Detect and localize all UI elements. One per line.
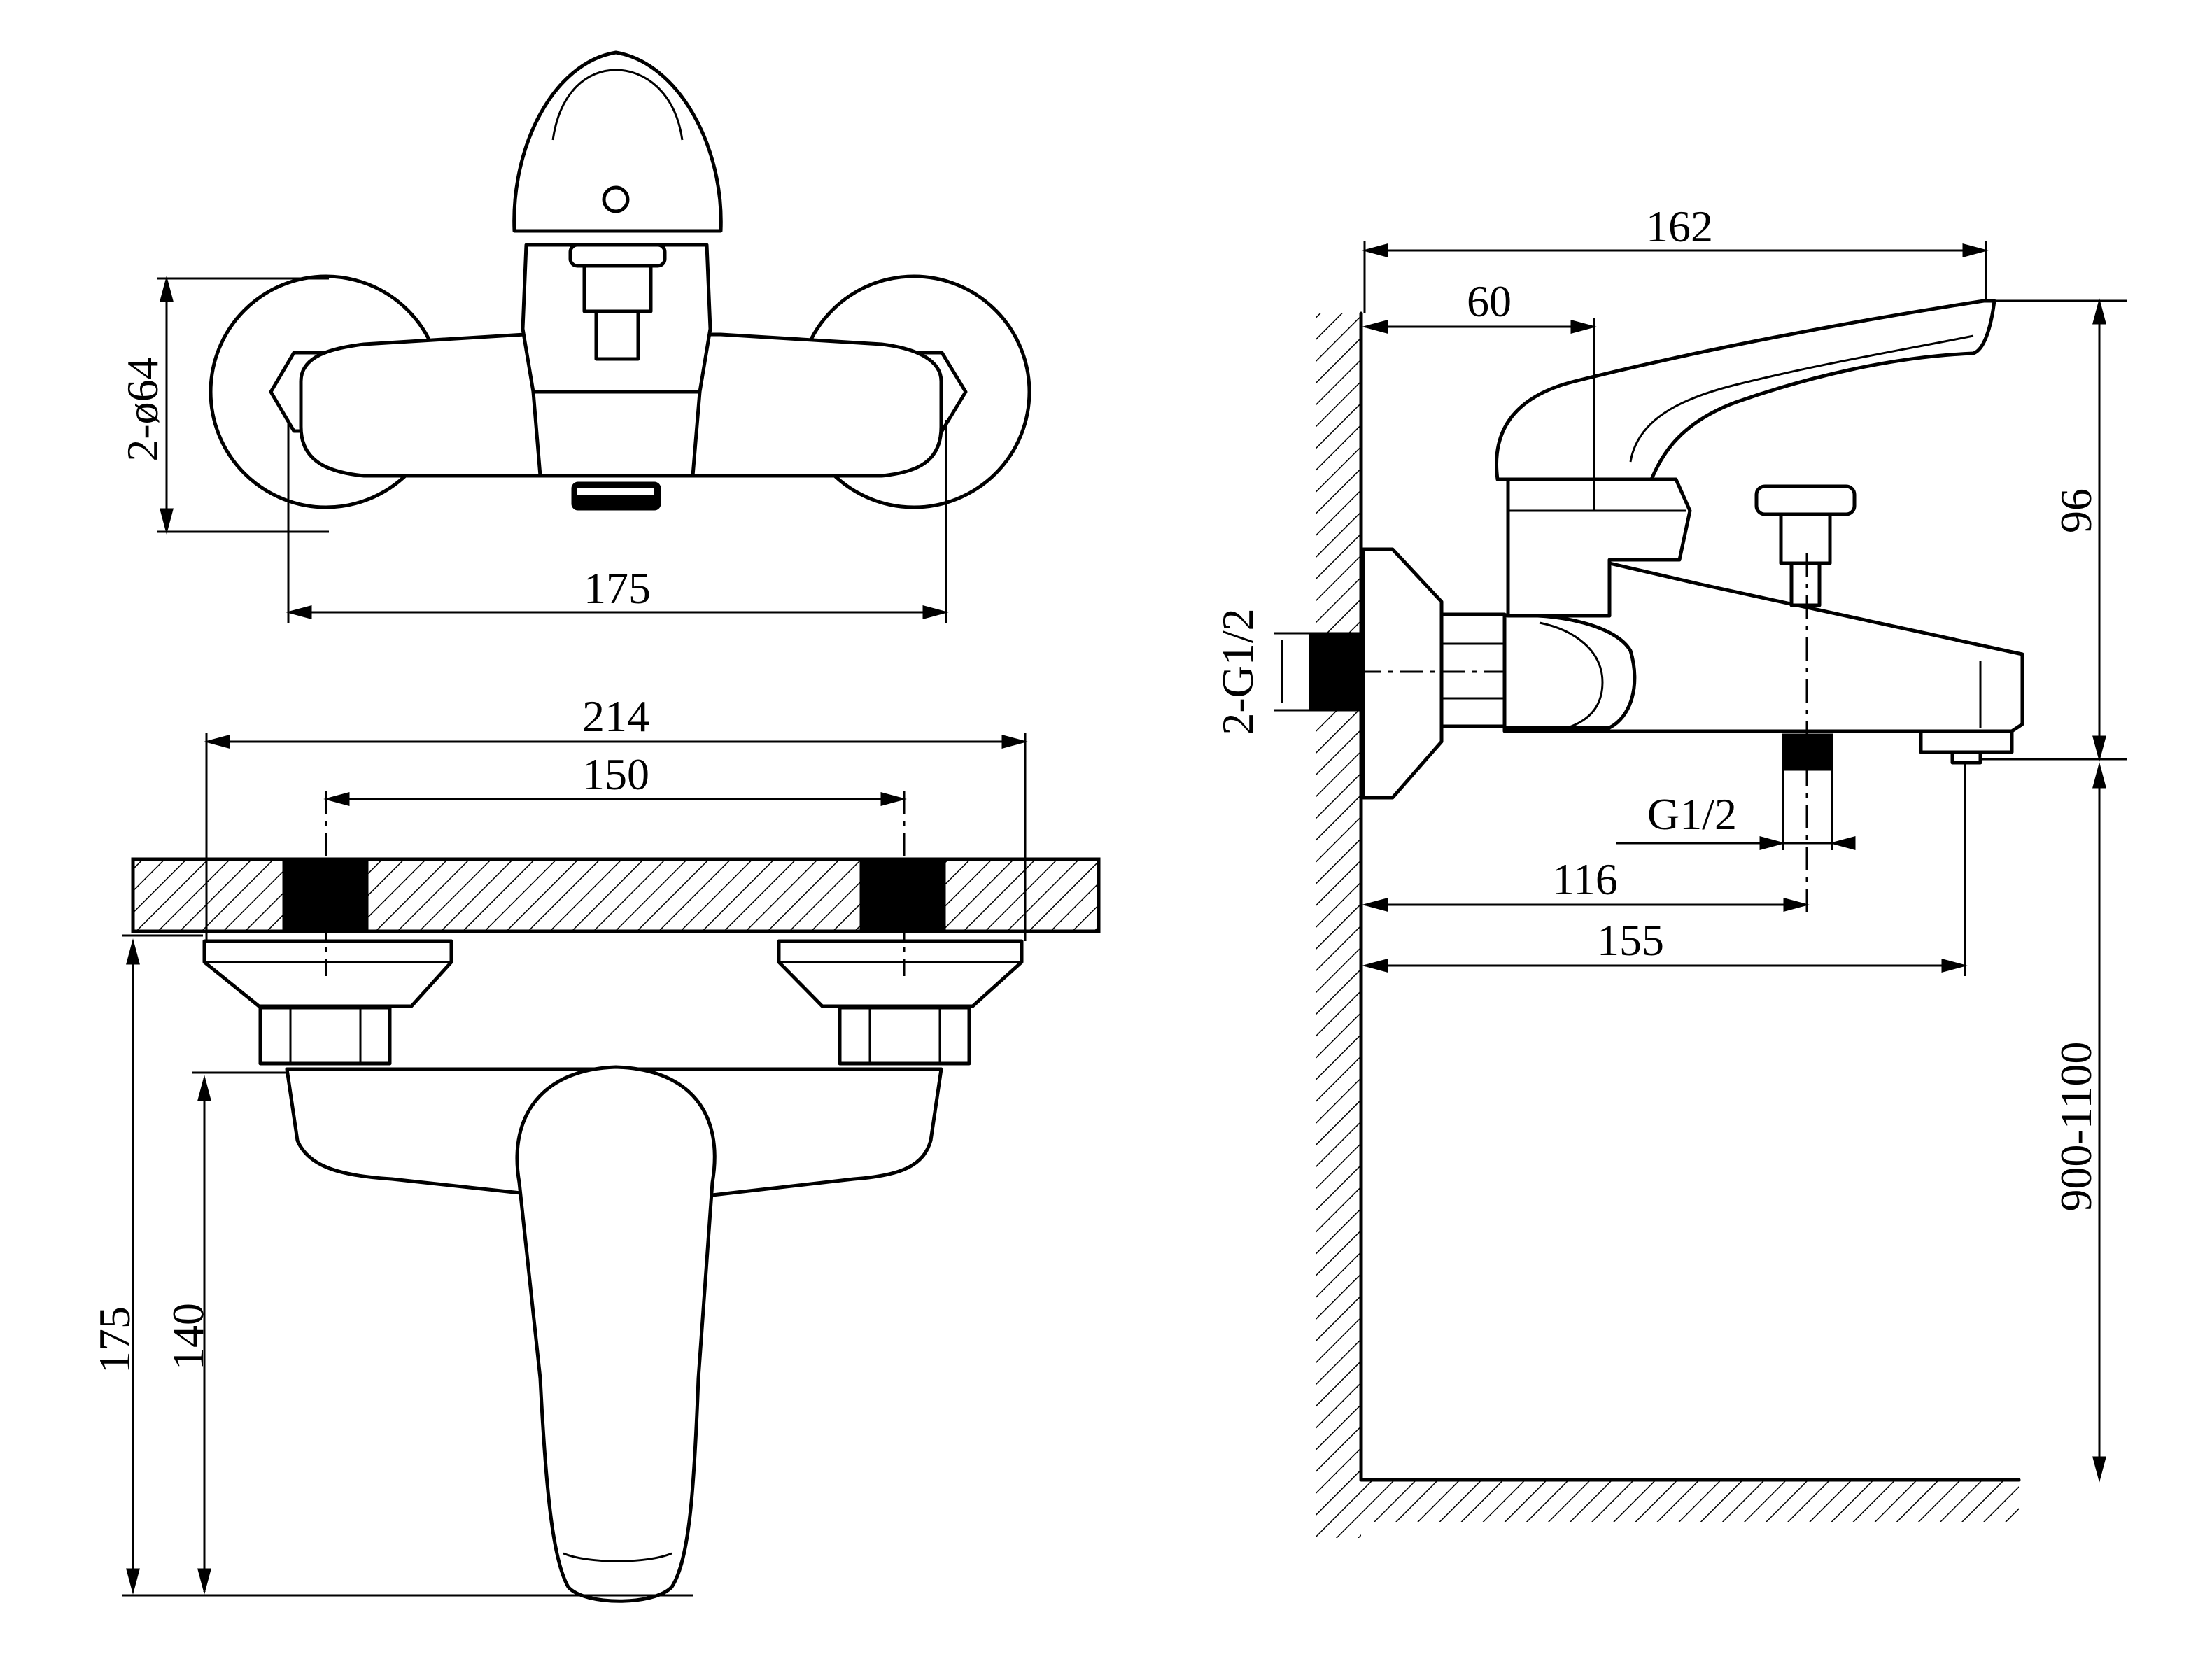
arrow <box>1362 898 1388 912</box>
arrow <box>126 938 140 965</box>
stem-cap <box>568 243 667 268</box>
arrow <box>2092 1456 2106 1483</box>
label-overall-width: 214 <box>582 691 649 741</box>
label-mount-height: 900-1100 <box>2051 1042 2101 1212</box>
arrow <box>1362 959 1388 973</box>
front-view: 214 150 175 140 <box>90 691 1101 1603</box>
arrow <box>126 1568 140 1595</box>
arrow <box>880 792 907 806</box>
arrow <box>1759 836 1786 850</box>
side-escutcheon <box>1361 547 1444 800</box>
label-diverter-offset: 116 <box>1552 854 1618 904</box>
arrow <box>1570 320 1597 334</box>
wall-floor-outline <box>1359 311 2021 1482</box>
lever-handle-side <box>1495 299 1996 481</box>
label-handle-offset: 60 <box>1467 276 1512 326</box>
right-escutcheon <box>777 939 1024 1008</box>
label-side-depth: 162 <box>1646 202 1713 251</box>
wall-hatch <box>1316 313 1361 1538</box>
arrow <box>2092 735 2106 762</box>
label-diverter-thread: G1/2 <box>1647 789 1737 839</box>
arrow <box>2092 762 2106 789</box>
arrow <box>1001 735 1028 749</box>
left-escutcheon <box>202 939 453 1008</box>
lever-handle-front <box>515 1065 717 1603</box>
spout-aerator <box>1950 750 1982 765</box>
label-inlet-thread: 2-G1/2 <box>1213 608 1262 735</box>
stem-pin <box>594 309 640 361</box>
left-connector-nut <box>258 1005 392 1066</box>
side-view: 2-G1/2 G1/2 <box>1213 202 2127 1538</box>
diverter-pin <box>1789 561 1822 607</box>
label-side-height: 96 <box>2051 488 2101 533</box>
arrow <box>1962 243 1989 257</box>
handle-tip-line <box>563 1552 672 1562</box>
arrow <box>286 605 312 619</box>
diverter-stem <box>1779 512 1832 565</box>
arrow <box>1829 836 1856 850</box>
label-front-total: 175 <box>90 1306 139 1374</box>
arrow <box>1362 320 1388 334</box>
aerator-ring <box>577 488 654 495</box>
arrow <box>922 605 949 619</box>
arrow <box>204 735 230 749</box>
side-body-contour <box>1539 621 1604 729</box>
arrow <box>1941 959 1968 973</box>
top-view: 2-ø64 175 <box>118 50 1031 623</box>
side-connector-nut <box>1439 612 1507 728</box>
diverter-knob <box>1754 484 1857 516</box>
arrow <box>1783 898 1810 912</box>
arrow <box>1362 243 1388 257</box>
handle-top-contour <box>551 69 684 141</box>
cartridge-housing <box>1506 477 1692 618</box>
right-connector-nut <box>838 1005 971 1066</box>
stem-body <box>582 264 653 313</box>
aerator <box>571 481 661 511</box>
arrow <box>197 1075 211 1101</box>
label-spout-reach: 155 <box>1597 915 1664 965</box>
arrow <box>160 276 174 302</box>
lever-contour <box>1629 334 1974 463</box>
handle-top-hole <box>602 185 630 213</box>
arrow <box>160 508 174 535</box>
label-flange-dia: 2-ø64 <box>118 357 167 461</box>
spout-outlet <box>1919 729 2014 754</box>
wall-section <box>131 857 1101 933</box>
floor-hatch <box>1361 1480 2019 1522</box>
label-inlet-spacing: 150 <box>582 749 649 799</box>
label-front-inner: 140 <box>163 1303 213 1370</box>
handle-top <box>512 50 723 233</box>
right-inlet-thread <box>859 859 946 932</box>
arrow <box>197 1568 211 1595</box>
arrow <box>323 792 350 806</box>
arrow <box>2092 298 2106 325</box>
label-top-width: 175 <box>584 563 651 613</box>
